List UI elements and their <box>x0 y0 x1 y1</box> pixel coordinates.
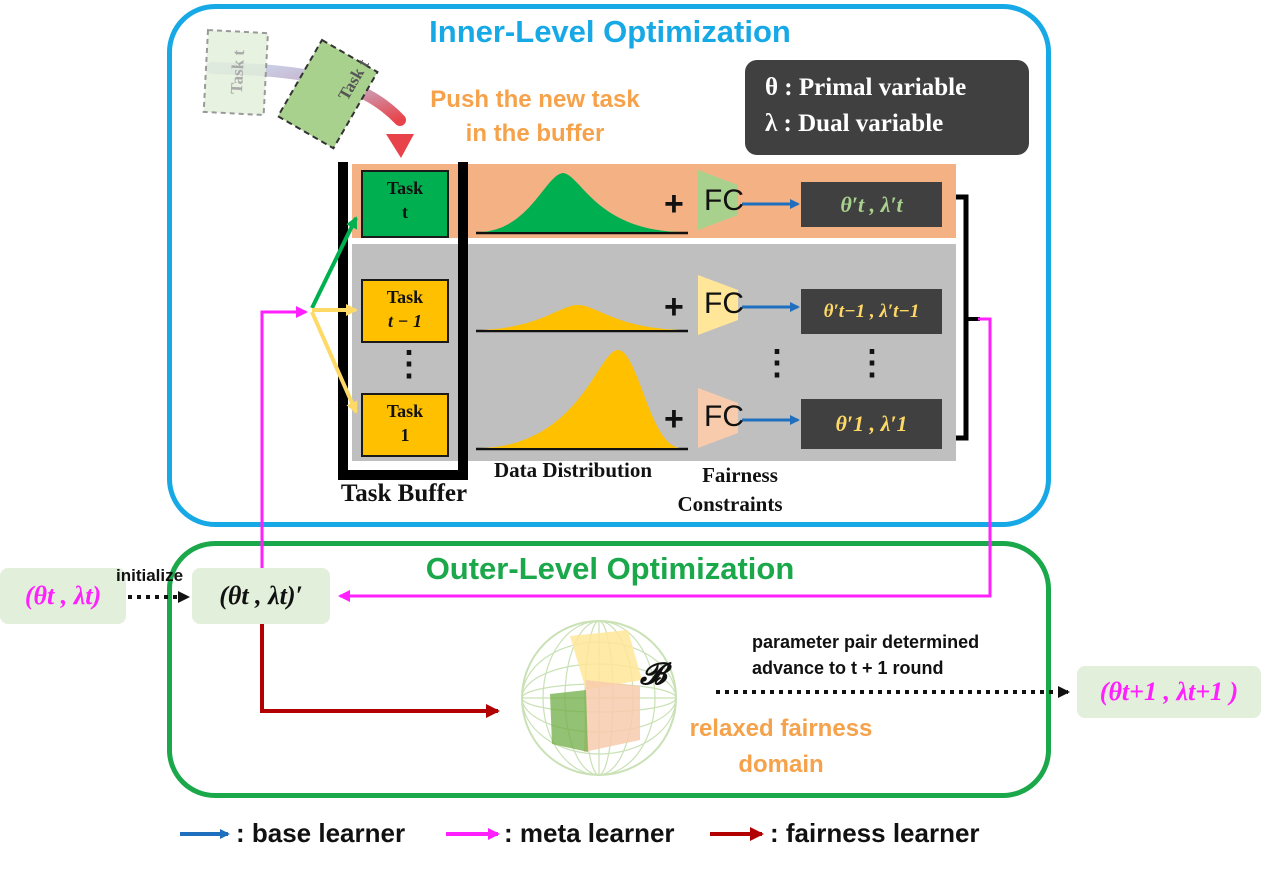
plus-sign-1: + <box>664 400 684 438</box>
param-box-1: θ′1 , λ′1 <box>801 399 942 449</box>
task-1-line1: Task <box>386 401 424 421</box>
relaxed-domain-line2: domain <box>738 751 824 778</box>
fairness-constraints-line2: Constraints <box>677 492 783 516</box>
task-t-line2: t <box>402 202 408 222</box>
floating-task-card <box>276 38 379 150</box>
push-text-line2: in the buffer <box>465 120 605 147</box>
task-1-line2: 1 <box>400 425 410 445</box>
fc-shape-t-1 <box>698 275 738 335</box>
floating-task-ghost <box>202 28 269 117</box>
fc-label-1: FC <box>704 400 744 433</box>
legend-fairness-learner: : fairness learner <box>770 818 980 848</box>
ball-label: 𝓑 <box>640 658 667 691</box>
task-box-t-1: Task t − 1 <box>361 279 449 343</box>
fc-label-t-1: FC <box>704 287 744 320</box>
floating-task-ghost-label: Task t <box>226 49 249 95</box>
determined-line2: advance to t + 1 round <box>752 658 944 678</box>
init-params-pill: (θt , λt) <box>0 568 126 624</box>
task-buffer-label: Task Buffer <box>340 480 468 507</box>
inner-level-frame <box>167 4 1051 527</box>
param-ellipsis: ⋮ <box>855 344 889 382</box>
fc-ellipsis: ⋮ <box>760 344 794 382</box>
fairness-path <box>260 624 500 718</box>
distribution-curve-1 <box>480 350 680 448</box>
initialize-label: initialize <box>116 566 184 585</box>
next-params-pill: (θt+1 , λt+1 ) <box>1077 666 1261 718</box>
plus-sign-t: + <box>664 185 684 223</box>
push-text-line1: Push the new task <box>430 86 640 113</box>
buffer-ellipsis: ⋮ <box>392 345 426 383</box>
variable-legend-box <box>745 60 1029 155</box>
param-box-t-1: θ′t−1 , λ′t−1 <box>801 289 942 334</box>
param-bracket <box>956 194 969 441</box>
task-box-1: Task 1 <box>361 393 449 457</box>
legend-meta-learner: : meta learner <box>504 818 675 848</box>
data-distribution-label: Data Distribution <box>493 458 653 482</box>
dual-variable-text: λ : Dual variable <box>765 110 944 137</box>
determined-line1: parameter pair determined <box>752 632 980 652</box>
legend-base-learner: : base learner <box>236 818 406 848</box>
fc-shape-1 <box>698 388 738 448</box>
push-arrowhead <box>386 134 414 158</box>
task-t-1-line1: Task <box>386 287 424 307</box>
task-buffer-walls <box>338 162 468 480</box>
distribution-curve-t-1 <box>480 305 680 330</box>
task-box-t: Task t <box>361 170 449 238</box>
task-t-line1: Task <box>386 178 424 198</box>
outer-level-frame <box>167 541 1051 798</box>
param-box-t: θ′t , λ′t <box>801 182 942 227</box>
meta-up-path <box>260 306 308 578</box>
prime-params-pill: (θt , λt)′ <box>192 568 330 624</box>
outer-level-title: Outer-Level Optimization <box>425 551 795 586</box>
fairness-sphere <box>521 620 677 776</box>
fc-shape-t <box>698 170 738 230</box>
distribution-curve-t <box>480 173 680 232</box>
fc-label-t: FC <box>704 184 744 217</box>
meta-return-path <box>338 317 992 602</box>
relaxed-domain-line1: relaxed fairness <box>689 715 873 742</box>
primal-variable-text: θ : Primal variable <box>765 74 967 101</box>
task-t-1-line2: t − 1 <box>388 311 422 331</box>
inner-level-title: Inner-Level Optimization <box>429 14 791 49</box>
plus-sign-t-1: + <box>664 288 684 326</box>
fairness-constraints-line1: Fairness <box>702 463 778 487</box>
